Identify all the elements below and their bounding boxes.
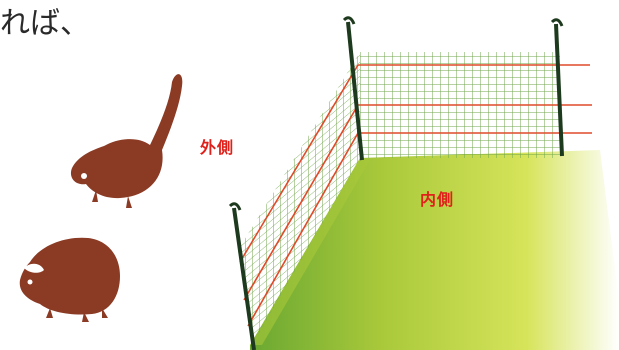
leading-text: れば、 bbox=[0, 6, 90, 41]
left-wire-1 bbox=[239, 64, 359, 263]
outside-label: 外側 bbox=[200, 138, 235, 157]
left-fence-mesh bbox=[238, 52, 360, 345]
badger-icon bbox=[19, 237, 120, 322]
fence-post-front bbox=[228, 202, 256, 350]
fence-post-corner bbox=[342, 16, 364, 161]
fence-post-right bbox=[550, 18, 564, 157]
left-wire-3 bbox=[247, 132, 359, 327]
raccoon-dog-icon bbox=[70, 74, 183, 208]
ground-front-edge bbox=[250, 158, 370, 345]
left-wire-2 bbox=[243, 104, 359, 301]
inside-label: 内側 bbox=[420, 190, 455, 209]
